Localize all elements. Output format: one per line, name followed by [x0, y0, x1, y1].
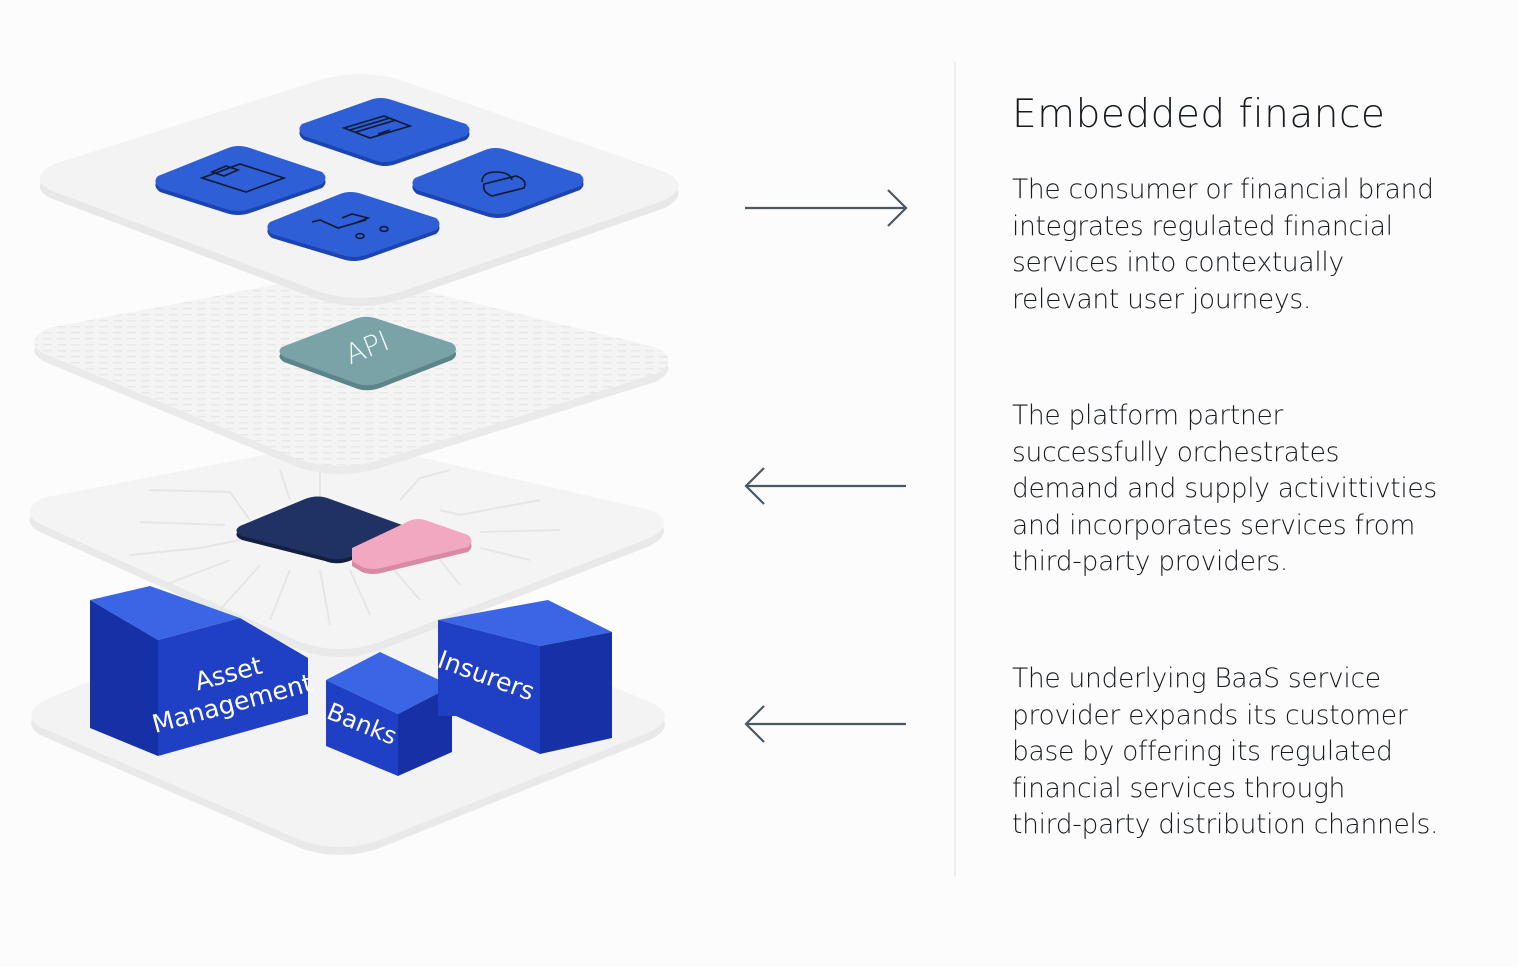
credit-card-icon: [341, 115, 413, 139]
arrow-left-icon: [744, 705, 906, 743]
description-baas-provider: The underlying BaaS service provider exp…: [1012, 661, 1482, 844]
block-insurers: Insurers: [434, 600, 612, 754]
block-front: [158, 618, 308, 756]
description-line: The underlying BaaS service: [1012, 663, 1381, 694]
description-line: The consumer or financial brand: [1012, 174, 1434, 205]
description-line: and incorporates services from: [1012, 509, 1416, 541]
description-line: The platform partner: [1012, 400, 1284, 431]
consumer-brand-layer: [39, 74, 679, 306]
block-asset-management: Asset Management: [90, 586, 316, 756]
vertical-divider: [954, 62, 956, 876]
description-platform-partner: The platform partner successfully orches…: [1012, 398, 1482, 581]
arrow-head: [744, 467, 765, 505]
shopping-cart-icon: [311, 213, 389, 240]
block-top: [326, 652, 452, 714]
tile-wallet: [155, 146, 326, 215]
brand-platform: [39, 74, 679, 298]
api-chip: [279, 316, 456, 386]
circuit-traces: [129, 460, 561, 626]
tile-shopping-cart: [267, 192, 440, 261]
description-line: demand and supply activittivties: [1012, 473, 1437, 504]
block-right: [540, 632, 612, 754]
description-line: third-party providers.: [1012, 546, 1288, 577]
arrow-right-icon: [745, 189, 908, 227]
description-line: integrates regulated financial: [1012, 210, 1393, 242]
description-line: provider expands its customer: [1012, 699, 1408, 731]
description-line: successfully orchestrates: [1012, 436, 1340, 468]
wallet-icon: [199, 163, 287, 193]
block-left: [90, 600, 158, 756]
provider-blocks: Asset Management Banks Insurers: [90, 586, 612, 776]
description-line: base by offering its regulated: [1012, 736, 1393, 767]
partner-chip-pink: [352, 519, 472, 569]
block-front: [326, 680, 398, 776]
description-line: financial services through: [1012, 772, 1346, 804]
arrow-left-icon: [744, 467, 906, 505]
arrow-head: [744, 705, 765, 743]
description-consumer-brand: The consumer or financial brand integrat…: [1012, 172, 1482, 318]
description-line: third-party distribution channels.: [1012, 809, 1439, 840]
arrow-head: [887, 189, 908, 227]
platform-partner-layer: [29, 443, 664, 657]
description-line: relevant user journeys.: [1012, 283, 1311, 315]
tile-credit-card: [299, 98, 470, 166]
embedded-finance-illustration: API: [29, 74, 679, 855]
lock-icon: [481, 171, 526, 197]
api-layer: API: [34, 275, 669, 474]
description-line: services into contextually: [1012, 247, 1344, 278]
block-front: [438, 620, 540, 754]
tile-lock: [412, 148, 584, 218]
block-top: [90, 586, 240, 640]
page-title: Embedded finance: [1012, 92, 1386, 137]
block-top: [438, 600, 612, 646]
